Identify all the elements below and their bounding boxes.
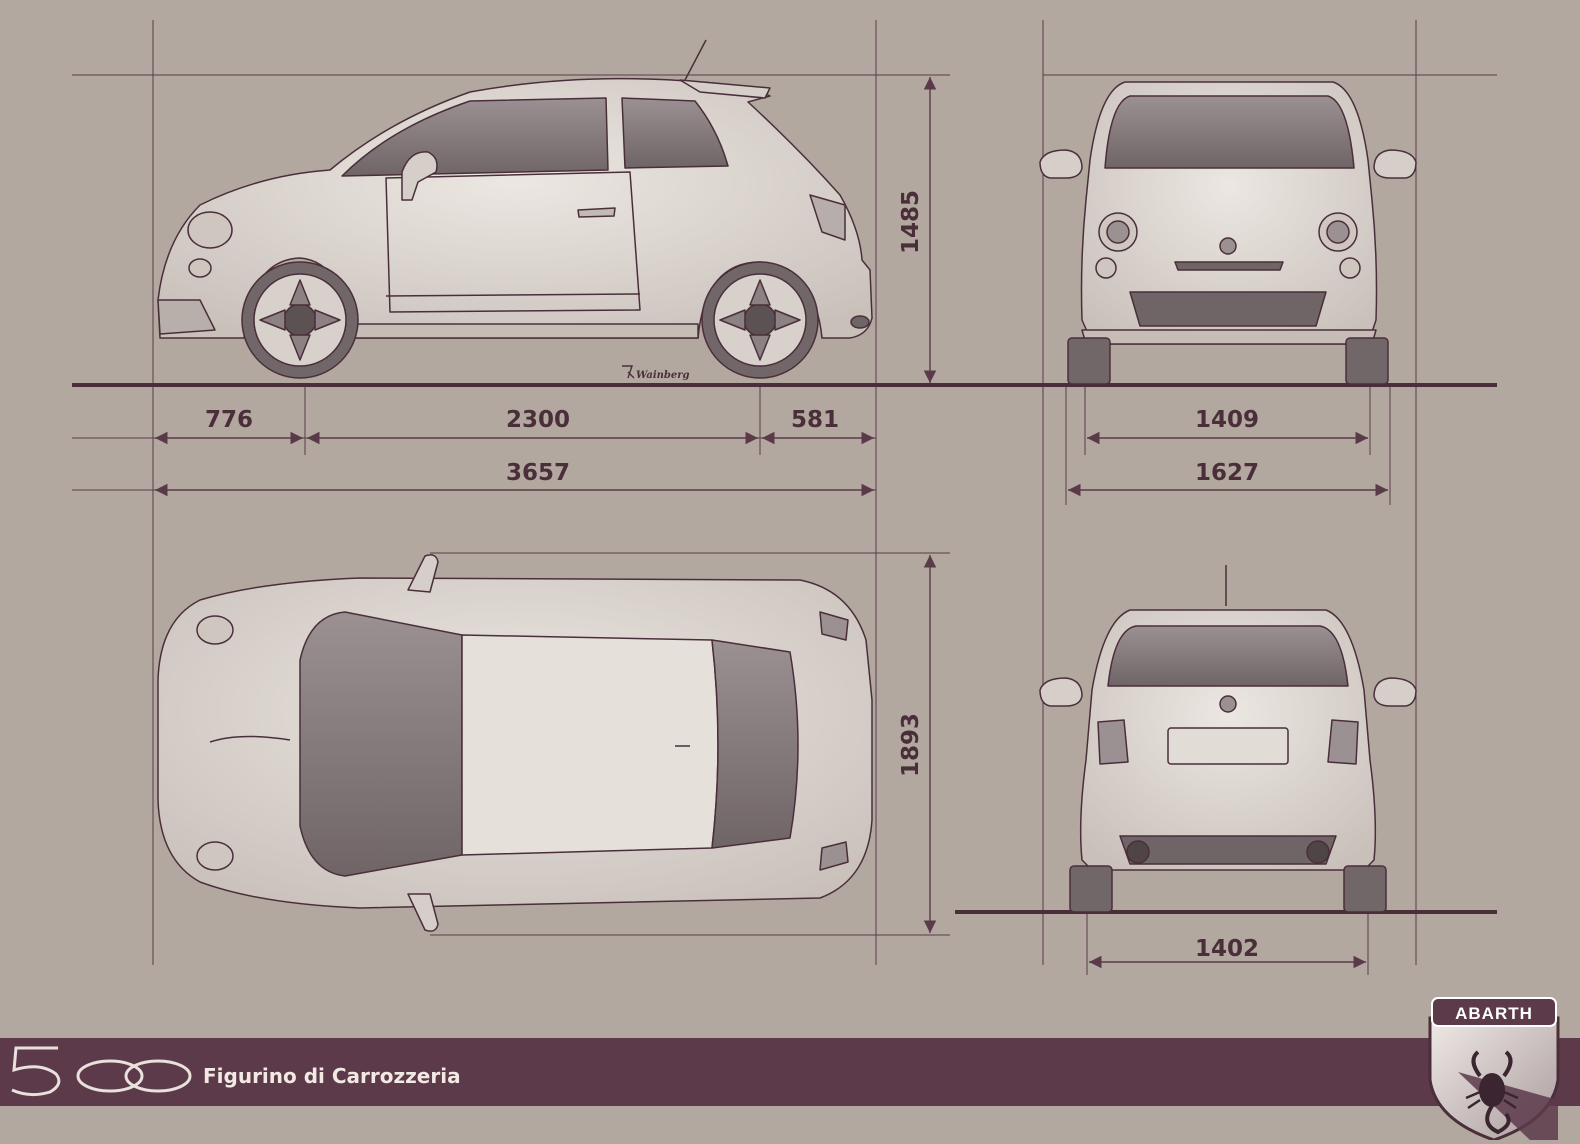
rear-plate xyxy=(1167,727,1289,765)
front-badge-icon xyxy=(1219,237,1237,255)
side-door-handle xyxy=(577,207,616,218)
dim-mirror-width: 1893 xyxy=(898,713,924,777)
rear-window xyxy=(1107,625,1349,687)
abarth-badge-text: ABARTH xyxy=(1455,1004,1533,1023)
abarth-banner xyxy=(1431,997,1557,1027)
footer-label: Figurino di Carrozzeria xyxy=(203,1064,461,1088)
side-mirror xyxy=(401,151,438,201)
dimension-arrows xyxy=(155,77,1388,969)
rear-badge-icon xyxy=(1219,695,1237,713)
rear-mirror-left xyxy=(1039,677,1083,707)
side-front-wheel xyxy=(241,261,359,379)
model-500-logo-icon xyxy=(11,1046,192,1097)
dim-height: 1485 xyxy=(898,190,924,254)
front-windshield xyxy=(1104,95,1355,169)
side-door xyxy=(385,171,641,313)
rear-mirror-right xyxy=(1373,677,1417,707)
side-spoiler xyxy=(679,79,771,99)
dim-width: 1627 xyxy=(1195,460,1259,486)
signature-label: Wainberg xyxy=(636,370,690,381)
top-mirror-upper xyxy=(407,554,439,593)
front-mirror-left xyxy=(1039,149,1083,179)
top-roof xyxy=(461,634,719,856)
dim-wheelbase: 2300 xyxy=(506,407,570,433)
abarth-badge: ABARTH xyxy=(1428,997,1560,1142)
rear-view xyxy=(1039,565,1417,913)
dim-front-overhang: 776 xyxy=(205,407,253,433)
dim-rear-overhang: 581 xyxy=(791,407,839,433)
scorpion-icon xyxy=(1465,1050,1519,1135)
top-windshield xyxy=(299,611,463,877)
dim-rear-track: 1402 xyxy=(1195,936,1259,962)
front-mirror-right xyxy=(1373,149,1417,179)
footer-band xyxy=(0,1038,1580,1106)
front-view xyxy=(1039,81,1417,385)
dim-front-track: 1409 xyxy=(1195,407,1259,433)
top-rear-window xyxy=(711,639,799,849)
dim-length: 3657 xyxy=(506,460,570,486)
side-rear-wheel xyxy=(701,261,819,379)
top-view xyxy=(157,554,873,932)
side-window-rear xyxy=(621,97,729,169)
top-mirror-lower xyxy=(407,893,439,932)
side-window-front xyxy=(341,97,609,177)
side-view xyxy=(157,39,873,379)
signature-mark xyxy=(622,365,635,379)
